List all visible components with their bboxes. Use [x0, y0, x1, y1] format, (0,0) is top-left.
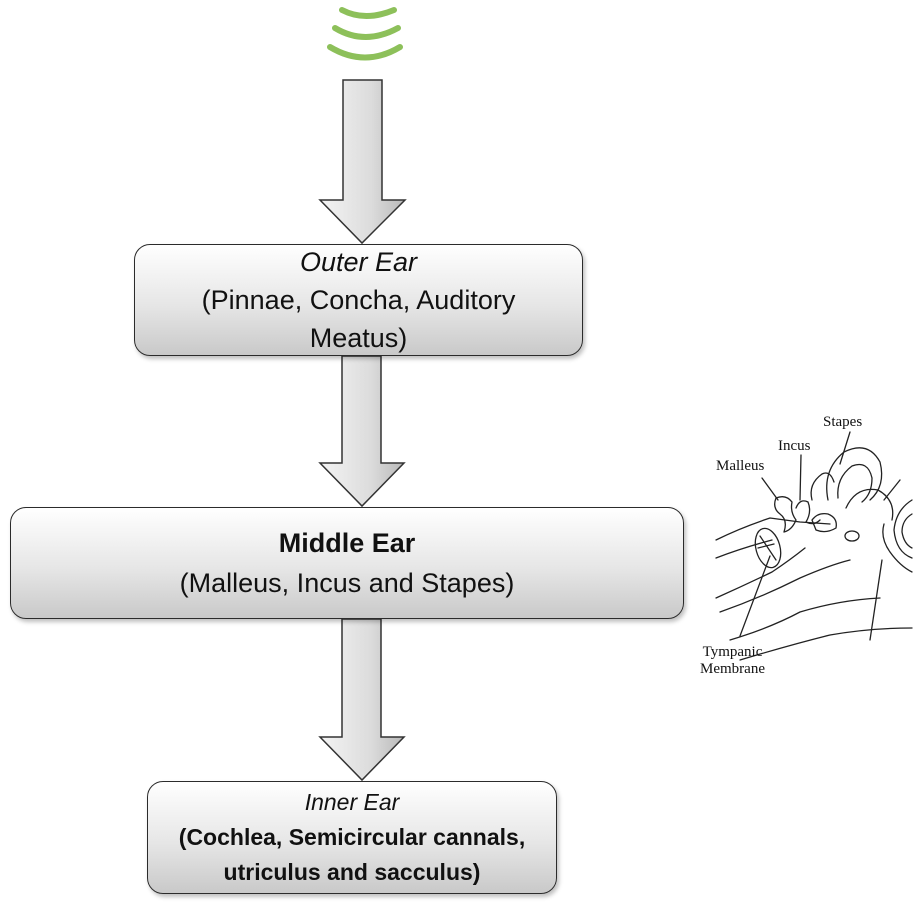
- outer-ear-title: Outer Ear: [299, 247, 418, 277]
- outer-ear-box: Outer Ear (Pinnae, Concha, Auditory Meat…: [134, 244, 583, 356]
- middle-ear-title: Middle Ear: [278, 528, 416, 558]
- outer-ear-detail-line1: (Pinnae, Concha, Auditory: [201, 285, 516, 315]
- stapes-label: Stapes: [823, 414, 863, 430]
- inner-ear-title: Inner Ear: [304, 789, 400, 815]
- inner-ear-detail-line2: utriculus and sacculus): [223, 859, 481, 885]
- tympanic-membrane-label: Tympanic Membrane: [700, 644, 765, 678]
- arrow-middle-to-inner: [318, 618, 406, 782]
- arrow-sound-to-outer: [318, 79, 407, 245]
- outer-ear-detail-line2: Meatus): [309, 323, 408, 353]
- inner-ear-detail-line1: (Cochlea, Semicircular cannals,: [178, 824, 526, 850]
- tympanic-label-line1: Tympanic: [702, 644, 763, 660]
- inner-ear-box: Inner Ear (Cochlea, Semicircular cannals…: [147, 781, 557, 894]
- middle-ear-detail: (Malleus, Incus and Stapes): [179, 568, 515, 598]
- middle-ear-box: Middle Ear (Malleus, Incus and Stapes): [10, 507, 684, 619]
- tympanic-label-line2: Membrane: [700, 661, 765, 677]
- malleus-label: Malleus: [716, 458, 765, 474]
- arrow-outer-to-middle: [318, 355, 406, 508]
- sound-wave-icon: [327, 7, 403, 61]
- incus-label: Incus: [778, 438, 811, 454]
